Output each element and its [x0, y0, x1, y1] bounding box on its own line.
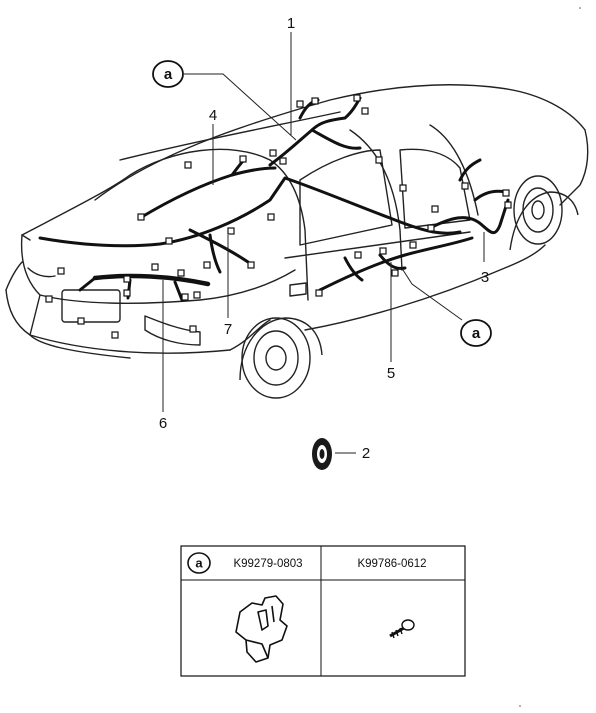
harness-1	[268, 96, 362, 167]
callout-1: 1	[287, 15, 295, 32]
harness-7	[188, 228, 250, 264]
harness-4	[138, 166, 277, 220]
svg-text:a: a	[472, 325, 481, 342]
ref-marker-a-top: a	[152, 60, 184, 88]
harness-6	[92, 273, 211, 287]
callout-2: 2	[362, 445, 370, 462]
callout-7: 7	[224, 321, 232, 338]
callout-4: 4	[209, 107, 217, 124]
callout-3: 3	[481, 269, 489, 286]
svg-text:a: a	[195, 556, 203, 571]
grommet-part-2	[312, 438, 332, 470]
corner-marks	[519, 7, 581, 707]
table-part-number-1: K99279-0803	[233, 558, 302, 570]
car-body-outline	[5, 84, 589, 359]
harness-3	[428, 198, 510, 235]
harness-main-body	[38, 176, 462, 248]
callout-6: 6	[159, 415, 167, 432]
harness-5	[318, 236, 474, 292]
front-wheel	[509, 175, 579, 251]
callout-5: 5	[387, 365, 395, 382]
connectors	[45, 94, 512, 339]
table-part-number-2: K99786-0612	[357, 558, 426, 570]
rear-wheel	[239, 317, 323, 399]
svg-text:a: a	[164, 66, 173, 83]
ref-marker-a-right: a	[460, 319, 492, 347]
screw-drawing	[389, 619, 415, 639]
table-marker-a: a	[187, 552, 211, 574]
wire-harnesses	[38, 96, 510, 302]
leader-lines	[162, 32, 485, 454]
clip-drawing	[235, 595, 288, 663]
parts-table: a K99279-0803 K99786-0612	[180, 545, 466, 677]
